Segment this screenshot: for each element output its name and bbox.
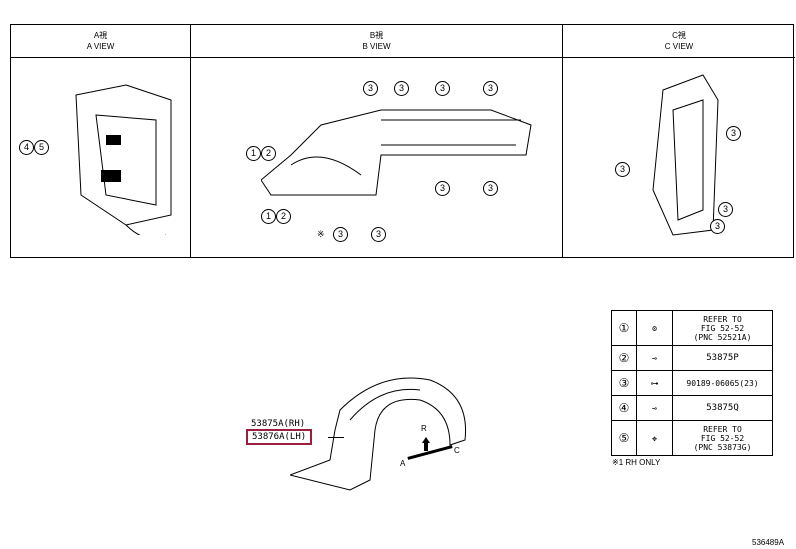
callout-3: 3 (371, 227, 386, 242)
legend-num: ③ (611, 370, 637, 396)
desc-line: REFER TO (703, 424, 742, 434)
note-mark: ※ (317, 229, 325, 239)
legend-num: ② (611, 345, 637, 371)
b-view-jp: B視 (369, 31, 384, 40)
c-view-title: C VIEW (664, 42, 694, 51)
c-view-header: C視 C VIEW (563, 25, 795, 58)
b-view-drawing (261, 109, 532, 196)
c-view: C視 C VIEW 3 3 3 3 (563, 25, 795, 257)
legend-desc: 90189-06065(23) (672, 370, 773, 396)
legend-desc: 53875Q (672, 395, 773, 421)
desc-line: (PNC 52521A) (693, 332, 752, 342)
part-label-lh: 53876A(LH) (246, 429, 313, 445)
screw-grommet-icon: ⊸ (636, 395, 673, 421)
retainer-icon: ✥ (636, 420, 673, 456)
desc-line: REFER TO (703, 314, 742, 324)
figure-id: 536489A (752, 538, 785, 547)
legend-num: ⑤ (611, 420, 637, 456)
arrow-shaft (424, 442, 428, 451)
callout-3: 3 (483, 181, 498, 196)
fender-liner-drawing (290, 377, 467, 491)
a-view-header: A視 A VIEW (11, 25, 190, 58)
callout-5: 5 (34, 140, 49, 155)
bolt-icon: ⊶ (636, 370, 673, 396)
a-view-title: A VIEW (86, 42, 115, 51)
footnote: ※1 RH ONLY (612, 458, 661, 467)
callout-3: 3 (718, 202, 733, 217)
screw-icon: ⊸ (636, 345, 673, 371)
legend-num: ① (611, 310, 637, 346)
callout-1: 1 (246, 146, 261, 161)
legend-row: ④⊸53875Q (611, 395, 773, 421)
direction-c: C (454, 446, 460, 455)
callout-3: 3 (394, 81, 409, 96)
a-view-jp: A視 (93, 31, 108, 40)
callout-3: 3 (435, 181, 450, 196)
callout-4: 4 (19, 140, 34, 155)
b-view-header: B視 B VIEW (191, 25, 562, 58)
direction-a: A (400, 459, 406, 468)
callout-3: 3 (333, 227, 348, 242)
direction-r: R (421, 424, 427, 433)
callout-3: 3 (363, 81, 378, 96)
callout-2: 2 (276, 209, 291, 224)
callout-3: 3 (615, 162, 630, 177)
callout-3: 3 (726, 126, 741, 141)
callout-3: 3 (710, 219, 725, 234)
callout-2: 2 (261, 146, 276, 161)
callout-3: 3 (483, 81, 498, 96)
arrow-up-icon (422, 433, 430, 443)
clip-icon: ⚙ (636, 310, 673, 346)
a-view-drawing (75, 84, 172, 235)
views-panel: A視 A VIEW 4 5 B視 B VIEW 3 3 3 3 1 2 (10, 24, 795, 258)
b-view: B視 B VIEW 3 3 3 3 1 2 3 3 1 2 ※ 3 3 (191, 25, 563, 257)
b-view-title: B VIEW (362, 42, 391, 51)
a-view: A視 A VIEW 4 5 (11, 25, 191, 257)
desc-line: FIG 52-52 (700, 323, 745, 333)
legend-row: ③⊶90189-06065(23) (611, 370, 773, 396)
desc-line: (PNC 53873G) (693, 442, 752, 452)
legend-desc: 53875P (672, 345, 773, 371)
callout-3: 3 (435, 81, 450, 96)
legend-row: ②⊸53875P (611, 345, 773, 371)
callout-1: 1 (261, 209, 276, 224)
leader-line (328, 437, 344, 438)
legend-num: ④ (611, 395, 637, 421)
desc-line: FIG 52-52 (700, 433, 745, 443)
part-label-rh: 53875A(RH) (251, 419, 306, 429)
c-view-jp: C視 (672, 31, 686, 40)
